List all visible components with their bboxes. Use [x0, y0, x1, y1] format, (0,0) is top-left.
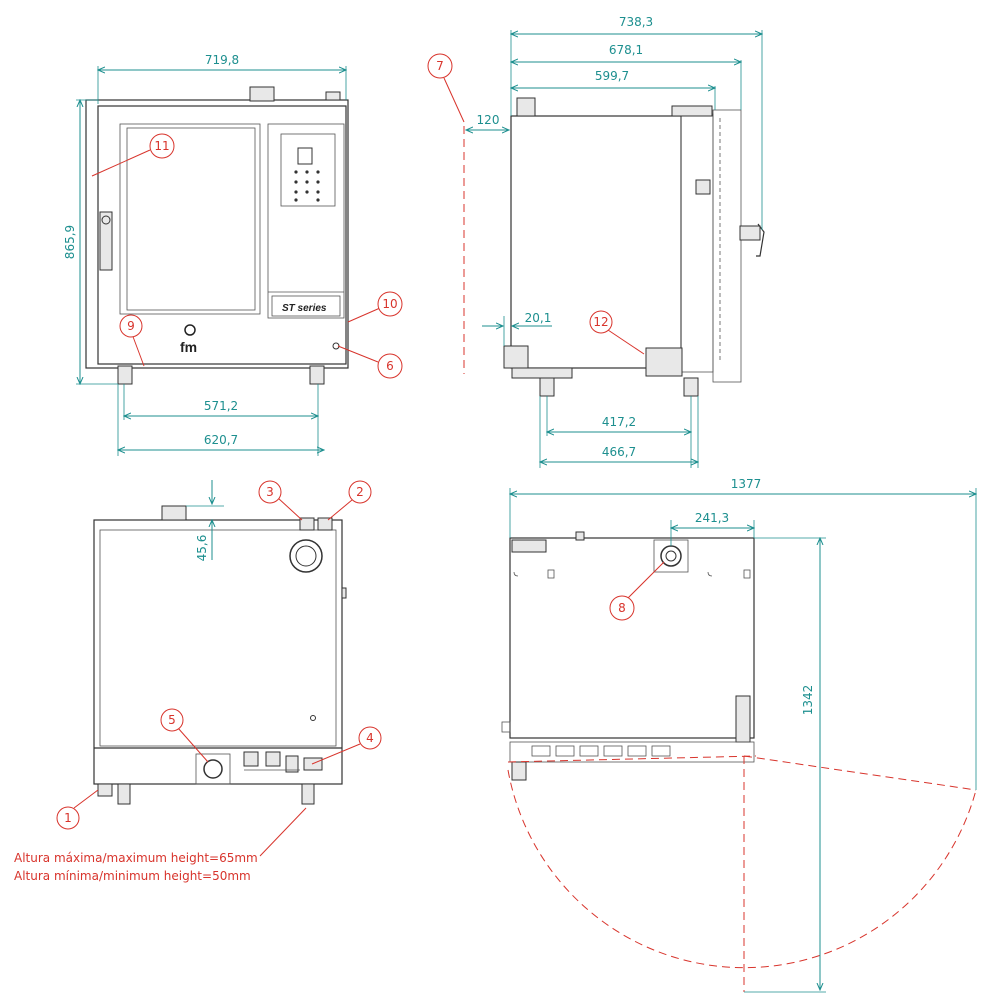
dim-side-feet-outer: 466,7 — [602, 445, 636, 459]
callout-9 — [119, 314, 143, 338]
top-handle — [735, 695, 751, 743]
side-handle — [739, 225, 761, 241]
side-water-inlet — [503, 345, 529, 369]
callout-1 — [56, 806, 80, 830]
front-body-outline — [85, 99, 349, 369]
top-door-panel — [509, 741, 755, 763]
front-view: ST series fm — [85, 86, 349, 385]
dim-side-total: 738,3 — [619, 15, 653, 29]
callout-5 — [160, 708, 184, 732]
dim-top-offset: 241,3 — [695, 511, 729, 525]
dim-side-body: 599,7 — [595, 69, 629, 83]
top-dimensions: 1377 241,3 1342 — [510, 477, 976, 993]
series-badge-text: ST series — [282, 303, 327, 314]
side-dimensions: 738,3 678,1 599,7 120 20,1 417,2 466,7 — [466, 15, 762, 468]
callout-11 — [149, 133, 175, 159]
dim-top-total: 1377 — [731, 477, 762, 491]
door-handle — [99, 211, 113, 271]
side-foot-left — [539, 377, 555, 397]
dim-front-feet-inner: 571,2 — [204, 399, 238, 413]
svg-text:6: 6 — [386, 359, 394, 373]
side-door-edge — [680, 113, 714, 373]
side-connection-box — [645, 347, 683, 377]
rear-foot-left — [117, 783, 131, 805]
door-swing-arc — [507, 755, 977, 992]
rear-view — [93, 505, 347, 805]
svg-text:7: 7 — [436, 59, 444, 73]
top-body-outline — [509, 537, 755, 739]
rear-fan-inner — [295, 545, 317, 567]
control-buttons — [294, 170, 320, 202]
dim-front-height: 865,9 — [63, 225, 77, 259]
side-view — [503, 97, 765, 397]
svg-text:12: 12 — [593, 315, 608, 329]
rear-fan-outer — [289, 539, 323, 573]
dim-front-feet-outer: 620,7 — [204, 433, 238, 447]
svg-text:11: 11 — [154, 139, 169, 153]
control-display — [280, 133, 336, 207]
front-door-outline — [97, 105, 347, 365]
side-door-panel — [712, 109, 742, 383]
rear-water-connections — [243, 751, 323, 773]
svg-text:10: 10 — [382, 297, 397, 311]
rear-drain — [203, 759, 223, 779]
rear-chimney — [161, 505, 187, 521]
brand-logo-text: fm — [180, 339, 197, 355]
dim-side-feet-inner: 417,2 — [602, 415, 636, 429]
front-foot-right — [309, 365, 325, 385]
dim-side-small: 20,1 — [525, 311, 552, 325]
callout-6 — [377, 353, 403, 379]
front-dimensions: 719,8 865,9 571,2 620,7 — [63, 53, 346, 456]
svg-text:1: 1 — [64, 811, 72, 825]
callout-10 — [377, 291, 403, 317]
callout-3 — [258, 480, 282, 504]
rear-body-outline — [93, 519, 343, 785]
svg-text:8: 8 — [618, 601, 626, 615]
svg-text:9: 9 — [127, 319, 135, 333]
note-min-height: Altura mínima/minimum height=50mm — [14, 869, 251, 883]
note-max-height: Altura máxima/maximum height=65mm — [14, 851, 258, 865]
front-foot-left — [117, 365, 133, 385]
svg-text:5: 5 — [168, 713, 176, 727]
front-glass-window — [119, 123, 261, 315]
callout-8 — [609, 595, 635, 621]
dim-front-width: 719,8 — [205, 53, 239, 67]
height-note: Altura máxima/maximum height=65mm Altura… — [14, 851, 258, 883]
svg-text:2: 2 — [356, 485, 364, 499]
dim-rear-offset: 45,6 — [195, 535, 209, 562]
side-chimney — [516, 97, 536, 117]
rear-foot-right — [301, 783, 315, 805]
top-door-slots — [531, 745, 671, 757]
top-vent — [660, 545, 682, 567]
svg-text:3: 3 — [266, 485, 274, 499]
brand-logo: fm — [180, 324, 197, 355]
top-view — [501, 531, 755, 781]
rear-connector-3 — [299, 517, 315, 531]
display-screen — [297, 147, 313, 165]
dim-side-mid: 678,1 — [609, 43, 643, 57]
callouts: 11 9 10 6 7 12 3 2 5 4 — [56, 53, 665, 857]
rear-drain-box — [195, 753, 231, 785]
top-chimney — [249, 86, 275, 102]
callout-12 — [589, 310, 613, 334]
control-panel-outline — [267, 123, 345, 319]
dim-side-clearance: 120 — [477, 113, 500, 127]
rear-connector-2 — [317, 517, 333, 531]
dim-top-depth: 1342 — [801, 685, 815, 716]
rear-dimensions: 45,6 — [186, 480, 224, 561]
series-badge — [271, 295, 341, 317]
svg-text:4: 4 — [366, 731, 374, 745]
side-foot-right — [683, 377, 699, 397]
callout-2 — [348, 480, 372, 504]
callout-4 — [358, 726, 382, 750]
callout-7 — [427, 53, 453, 79]
